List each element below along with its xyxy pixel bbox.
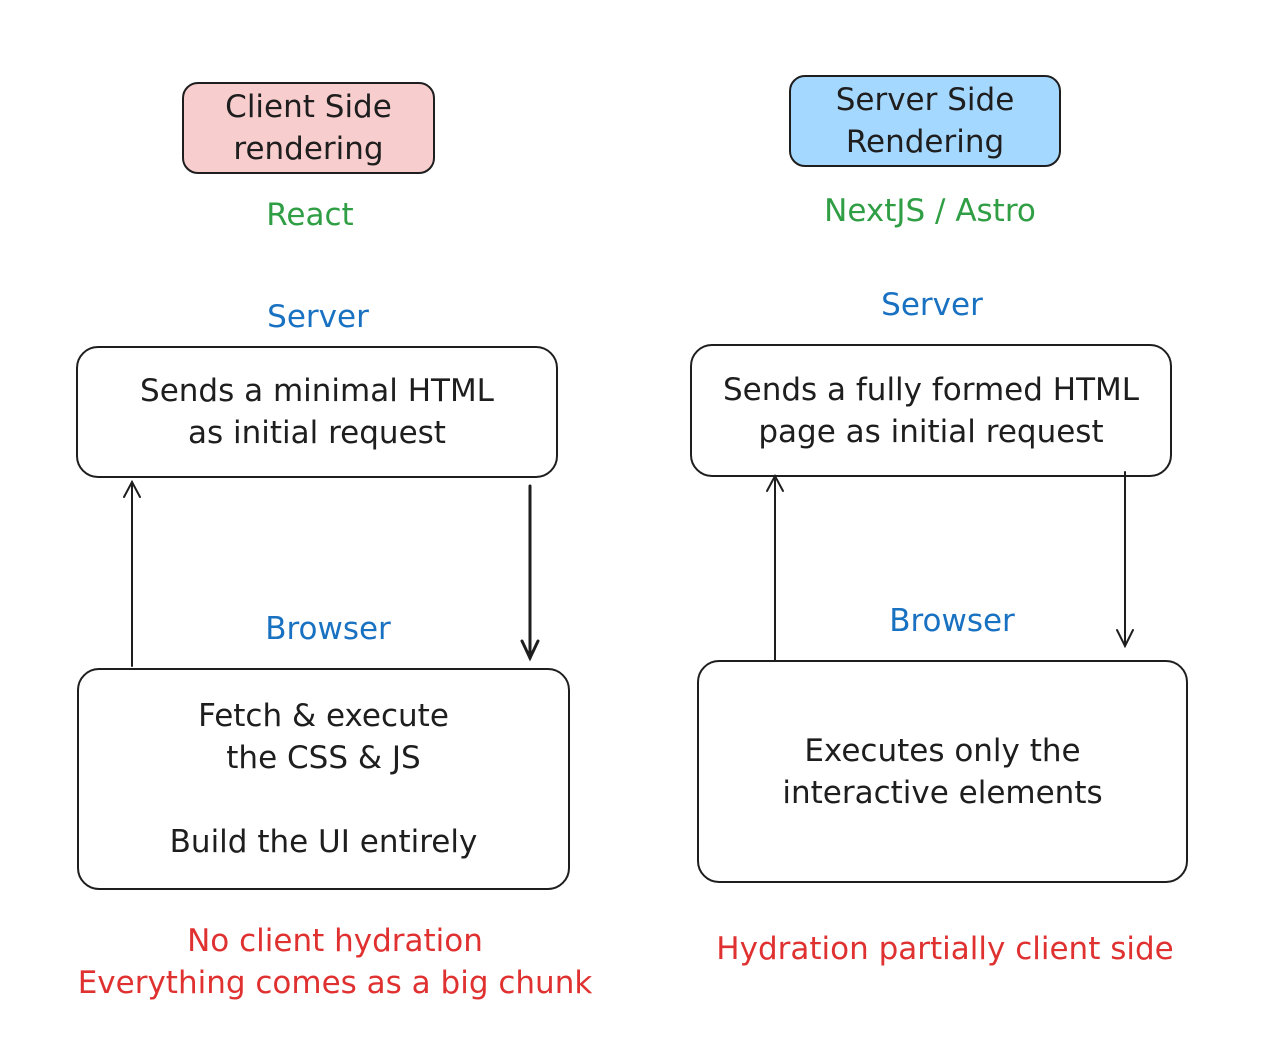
server-browser-box: Executes only the interactive elements — [697, 660, 1188, 883]
server-framework-label: NextJS / Astro — [824, 193, 1036, 229]
client-framework-label: React — [266, 197, 354, 233]
client-side-rendering-title: Client Side rendering — [182, 82, 435, 174]
server-response-arrow — [1116, 471, 1134, 649]
server-browser-label: Browser — [889, 603, 1015, 639]
client-response-arrow — [520, 484, 540, 662]
client-server-box: Sends a minimal HTML as initial request — [76, 346, 558, 478]
server-server-box: Sends a fully formed HTML page as initia… — [690, 344, 1172, 477]
server-request-arrow — [766, 473, 784, 661]
client-request-arrow — [123, 479, 141, 667]
server-note: Hydration partially client side — [716, 931, 1174, 967]
client-browser-box: Fetch & execute the CSS & JS Build the U… — [77, 668, 570, 890]
server-side-rendering-title: Server Side Rendering — [789, 75, 1061, 167]
server-server-label: Server — [881, 287, 983, 323]
client-note: No client hydration Everything comes as … — [77, 923, 593, 1001]
client-server-label: Server — [267, 299, 369, 335]
client-browser-label: Browser — [265, 611, 391, 647]
